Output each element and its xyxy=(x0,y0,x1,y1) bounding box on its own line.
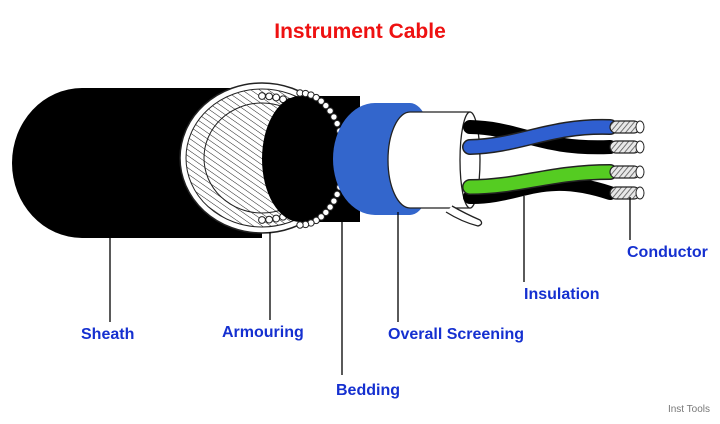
conductor-tips xyxy=(609,120,645,200)
leader-lines xyxy=(109,196,631,375)
insulation-label: Insulation xyxy=(524,286,600,303)
wire-end xyxy=(326,107,334,115)
wire-end xyxy=(258,216,266,224)
wire-end xyxy=(296,221,304,229)
wire-end xyxy=(326,203,334,211)
wire-end xyxy=(322,208,330,217)
green-core xyxy=(463,165,617,194)
wire-end xyxy=(265,92,274,101)
wire-end xyxy=(258,92,266,100)
wire-end xyxy=(333,119,341,128)
bedding-label: Bedding xyxy=(336,382,400,399)
diagram-title: Instrument Cable xyxy=(274,20,446,43)
wire-end xyxy=(272,93,281,102)
overall-screening-label: Overall Screening xyxy=(388,326,525,343)
conductor-label: Conductor xyxy=(627,244,708,261)
wire-end xyxy=(333,190,341,199)
wire-end xyxy=(330,197,338,205)
blue-core xyxy=(463,120,617,154)
armouring-label: Armouring xyxy=(222,324,304,341)
wire-end xyxy=(317,213,325,221)
sheath-label: Sheath xyxy=(81,326,135,343)
wire-end xyxy=(265,215,274,224)
twisted-pairs xyxy=(462,118,645,205)
wire-end xyxy=(322,101,330,110)
wire-end xyxy=(312,93,320,102)
wire-end xyxy=(330,113,338,121)
wire-end xyxy=(272,214,281,223)
wire-end xyxy=(317,97,325,105)
watermark: Inst Tools xyxy=(667,404,710,415)
overall-screening-layer xyxy=(333,103,483,227)
